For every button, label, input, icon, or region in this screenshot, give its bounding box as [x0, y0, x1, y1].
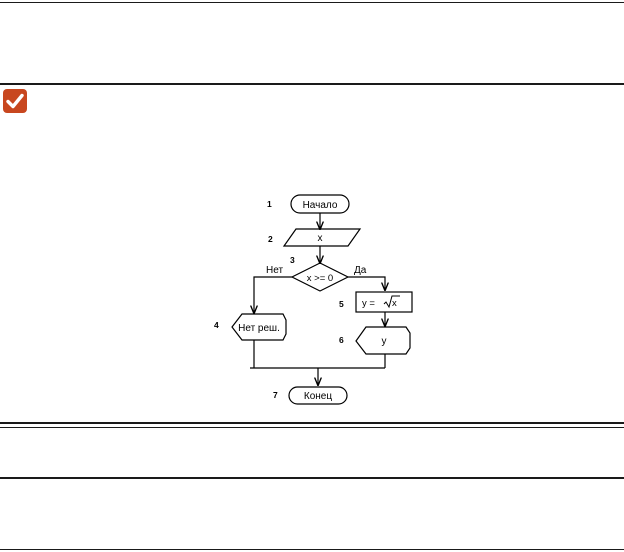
start-label: Начало: [303, 200, 338, 211]
step-number-7: 7: [273, 390, 278, 400]
output-label: y: [382, 336, 387, 347]
assign-radicand: x: [392, 298, 397, 309]
section-rule-3: [0, 477, 624, 479]
end-label: Конец: [304, 391, 332, 402]
step-number-2: 2: [268, 234, 273, 244]
step-number-6: 6: [339, 335, 344, 345]
section-rule-2b: [0, 427, 624, 428]
decision-diamond: [290, 262, 350, 292]
step-number-3: 3: [290, 255, 295, 265]
step-number-1: 1: [267, 199, 272, 209]
check-icon: [3, 89, 27, 113]
branch-no-label: Нет: [266, 265, 283, 276]
branch-yes-label: Да: [354, 265, 367, 276]
section-rule-2: [0, 422, 624, 424]
connector-no-branch: [254, 276, 292, 313]
section-rule-1: [0, 83, 624, 85]
bottom-rule: [0, 549, 624, 550]
no-solution-display: [231, 313, 287, 341]
input-label: x: [318, 233, 323, 244]
condition-label: x >= 0: [307, 273, 333, 284]
start-terminal: [290, 194, 350, 214]
assign-label: y =: [362, 298, 375, 309]
sqrt-icon: [383, 295, 400, 309]
assign-process: [355, 291, 413, 313]
step-number-4: 4: [214, 320, 219, 330]
step-number-5: 5: [339, 299, 344, 309]
top-rule: [0, 2, 624, 3]
output-display: [355, 326, 411, 355]
end-terminal: [288, 386, 348, 405]
input-parallelogram: [282, 228, 362, 247]
no-solution-label: Нет реш.: [238, 323, 280, 334]
connector-yes-branch: [348, 276, 385, 290]
